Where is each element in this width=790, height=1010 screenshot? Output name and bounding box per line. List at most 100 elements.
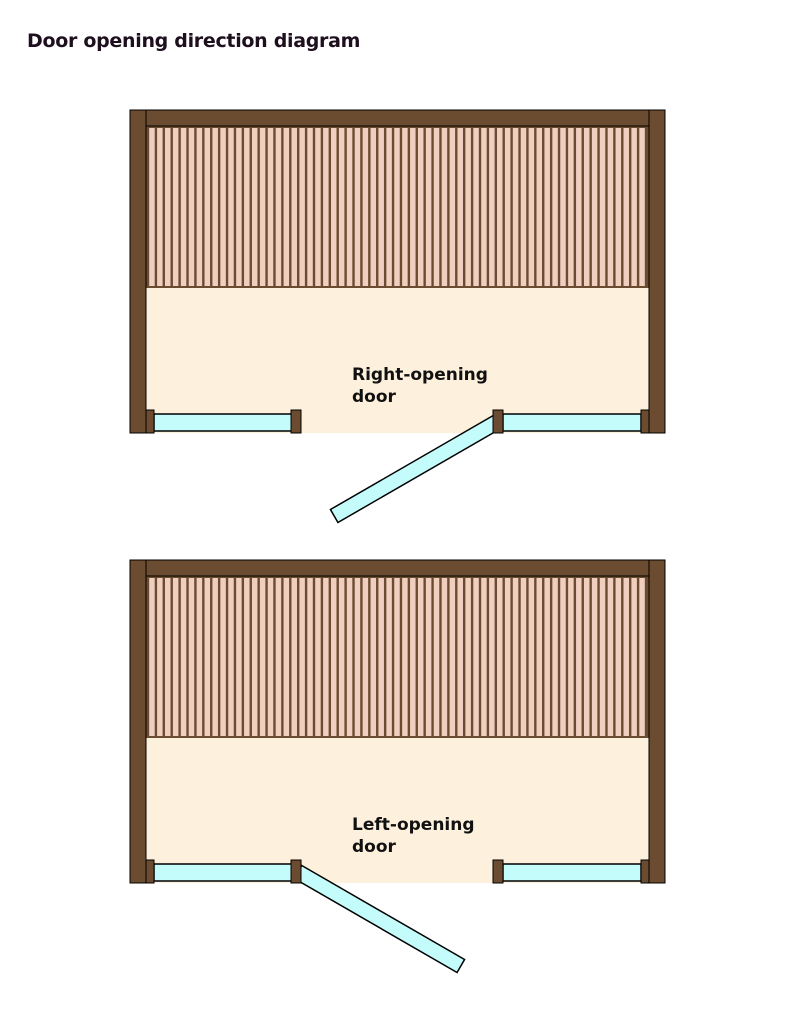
slat (315, 128, 321, 286)
slat (275, 578, 282, 736)
slat (457, 578, 463, 736)
fixed-glass-pane (153, 413, 293, 432)
slat (283, 128, 290, 286)
slat (568, 128, 574, 286)
slat (188, 128, 195, 286)
left-wall (129, 109, 147, 434)
slat (331, 578, 337, 736)
slat (607, 128, 614, 286)
slat (378, 578, 384, 736)
slat (157, 128, 163, 286)
sliding-glass-pane (502, 413, 642, 432)
slat (473, 128, 479, 286)
slat (583, 128, 590, 286)
door-post (290, 409, 302, 434)
slat (552, 128, 558, 286)
slat (331, 128, 337, 286)
slat (149, 578, 155, 736)
slat (576, 578, 582, 736)
slat (639, 578, 645, 736)
slat (291, 128, 297, 286)
slat (536, 128, 543, 286)
slat (457, 128, 463, 286)
slat (283, 578, 290, 736)
slat (362, 578, 369, 736)
slat (489, 128, 495, 286)
top-wall (129, 109, 666, 127)
slat (157, 578, 163, 736)
door-post (145, 409, 155, 434)
slat (631, 578, 637, 736)
slat (267, 578, 274, 736)
slat (528, 578, 535, 736)
door-post (290, 859, 302, 884)
door-label-line2: door (352, 837, 397, 857)
slat (244, 128, 250, 286)
slat (410, 128, 416, 286)
slat (394, 128, 400, 286)
slat (623, 578, 629, 736)
slat (378, 128, 384, 286)
slat (299, 128, 305, 286)
slat (410, 578, 416, 736)
slat (180, 578, 187, 736)
slat (172, 128, 179, 286)
slat (536, 578, 543, 736)
slat (449, 128, 456, 286)
door-post (492, 859, 504, 884)
slat (552, 578, 558, 736)
door-post (640, 409, 650, 434)
door-post (640, 859, 650, 884)
slat (196, 578, 203, 736)
slat (220, 578, 226, 736)
slat (149, 128, 155, 286)
slat (196, 128, 203, 286)
slat (489, 578, 495, 736)
slat (504, 128, 511, 286)
slat (220, 128, 226, 286)
slat (425, 578, 432, 736)
slat (370, 128, 377, 286)
slat (544, 128, 550, 286)
slat (259, 128, 266, 286)
slat (354, 128, 361, 286)
slat (520, 578, 527, 736)
door-label-line1: Right-opening (352, 365, 488, 385)
slat (299, 578, 305, 736)
slat (544, 578, 550, 736)
slat (631, 128, 637, 286)
slat (165, 128, 171, 286)
slat (425, 128, 432, 286)
slat (204, 128, 211, 286)
door-label-line1: Left-opening (352, 815, 475, 835)
slat (504, 578, 511, 736)
door-label-line2: door (352, 387, 397, 407)
right-wall (648, 109, 666, 434)
slat (623, 128, 629, 286)
slat (465, 128, 471, 286)
slat (188, 578, 195, 736)
slat (236, 128, 242, 286)
slat (291, 578, 297, 736)
slat (259, 578, 266, 736)
slat (307, 578, 313, 736)
slat (583, 578, 590, 736)
slat (165, 578, 171, 736)
fixed-glass-pane (502, 863, 642, 882)
slat (386, 128, 392, 286)
slat (354, 578, 361, 736)
page-title: Door opening direction diagram (27, 30, 361, 52)
slat (481, 128, 487, 286)
slat (560, 578, 566, 736)
slat (212, 128, 218, 286)
slat (599, 578, 606, 736)
slat (323, 128, 329, 286)
slat (315, 578, 321, 736)
slat (362, 128, 369, 286)
slat (520, 128, 527, 286)
slat (607, 578, 614, 736)
slat (338, 578, 345, 736)
